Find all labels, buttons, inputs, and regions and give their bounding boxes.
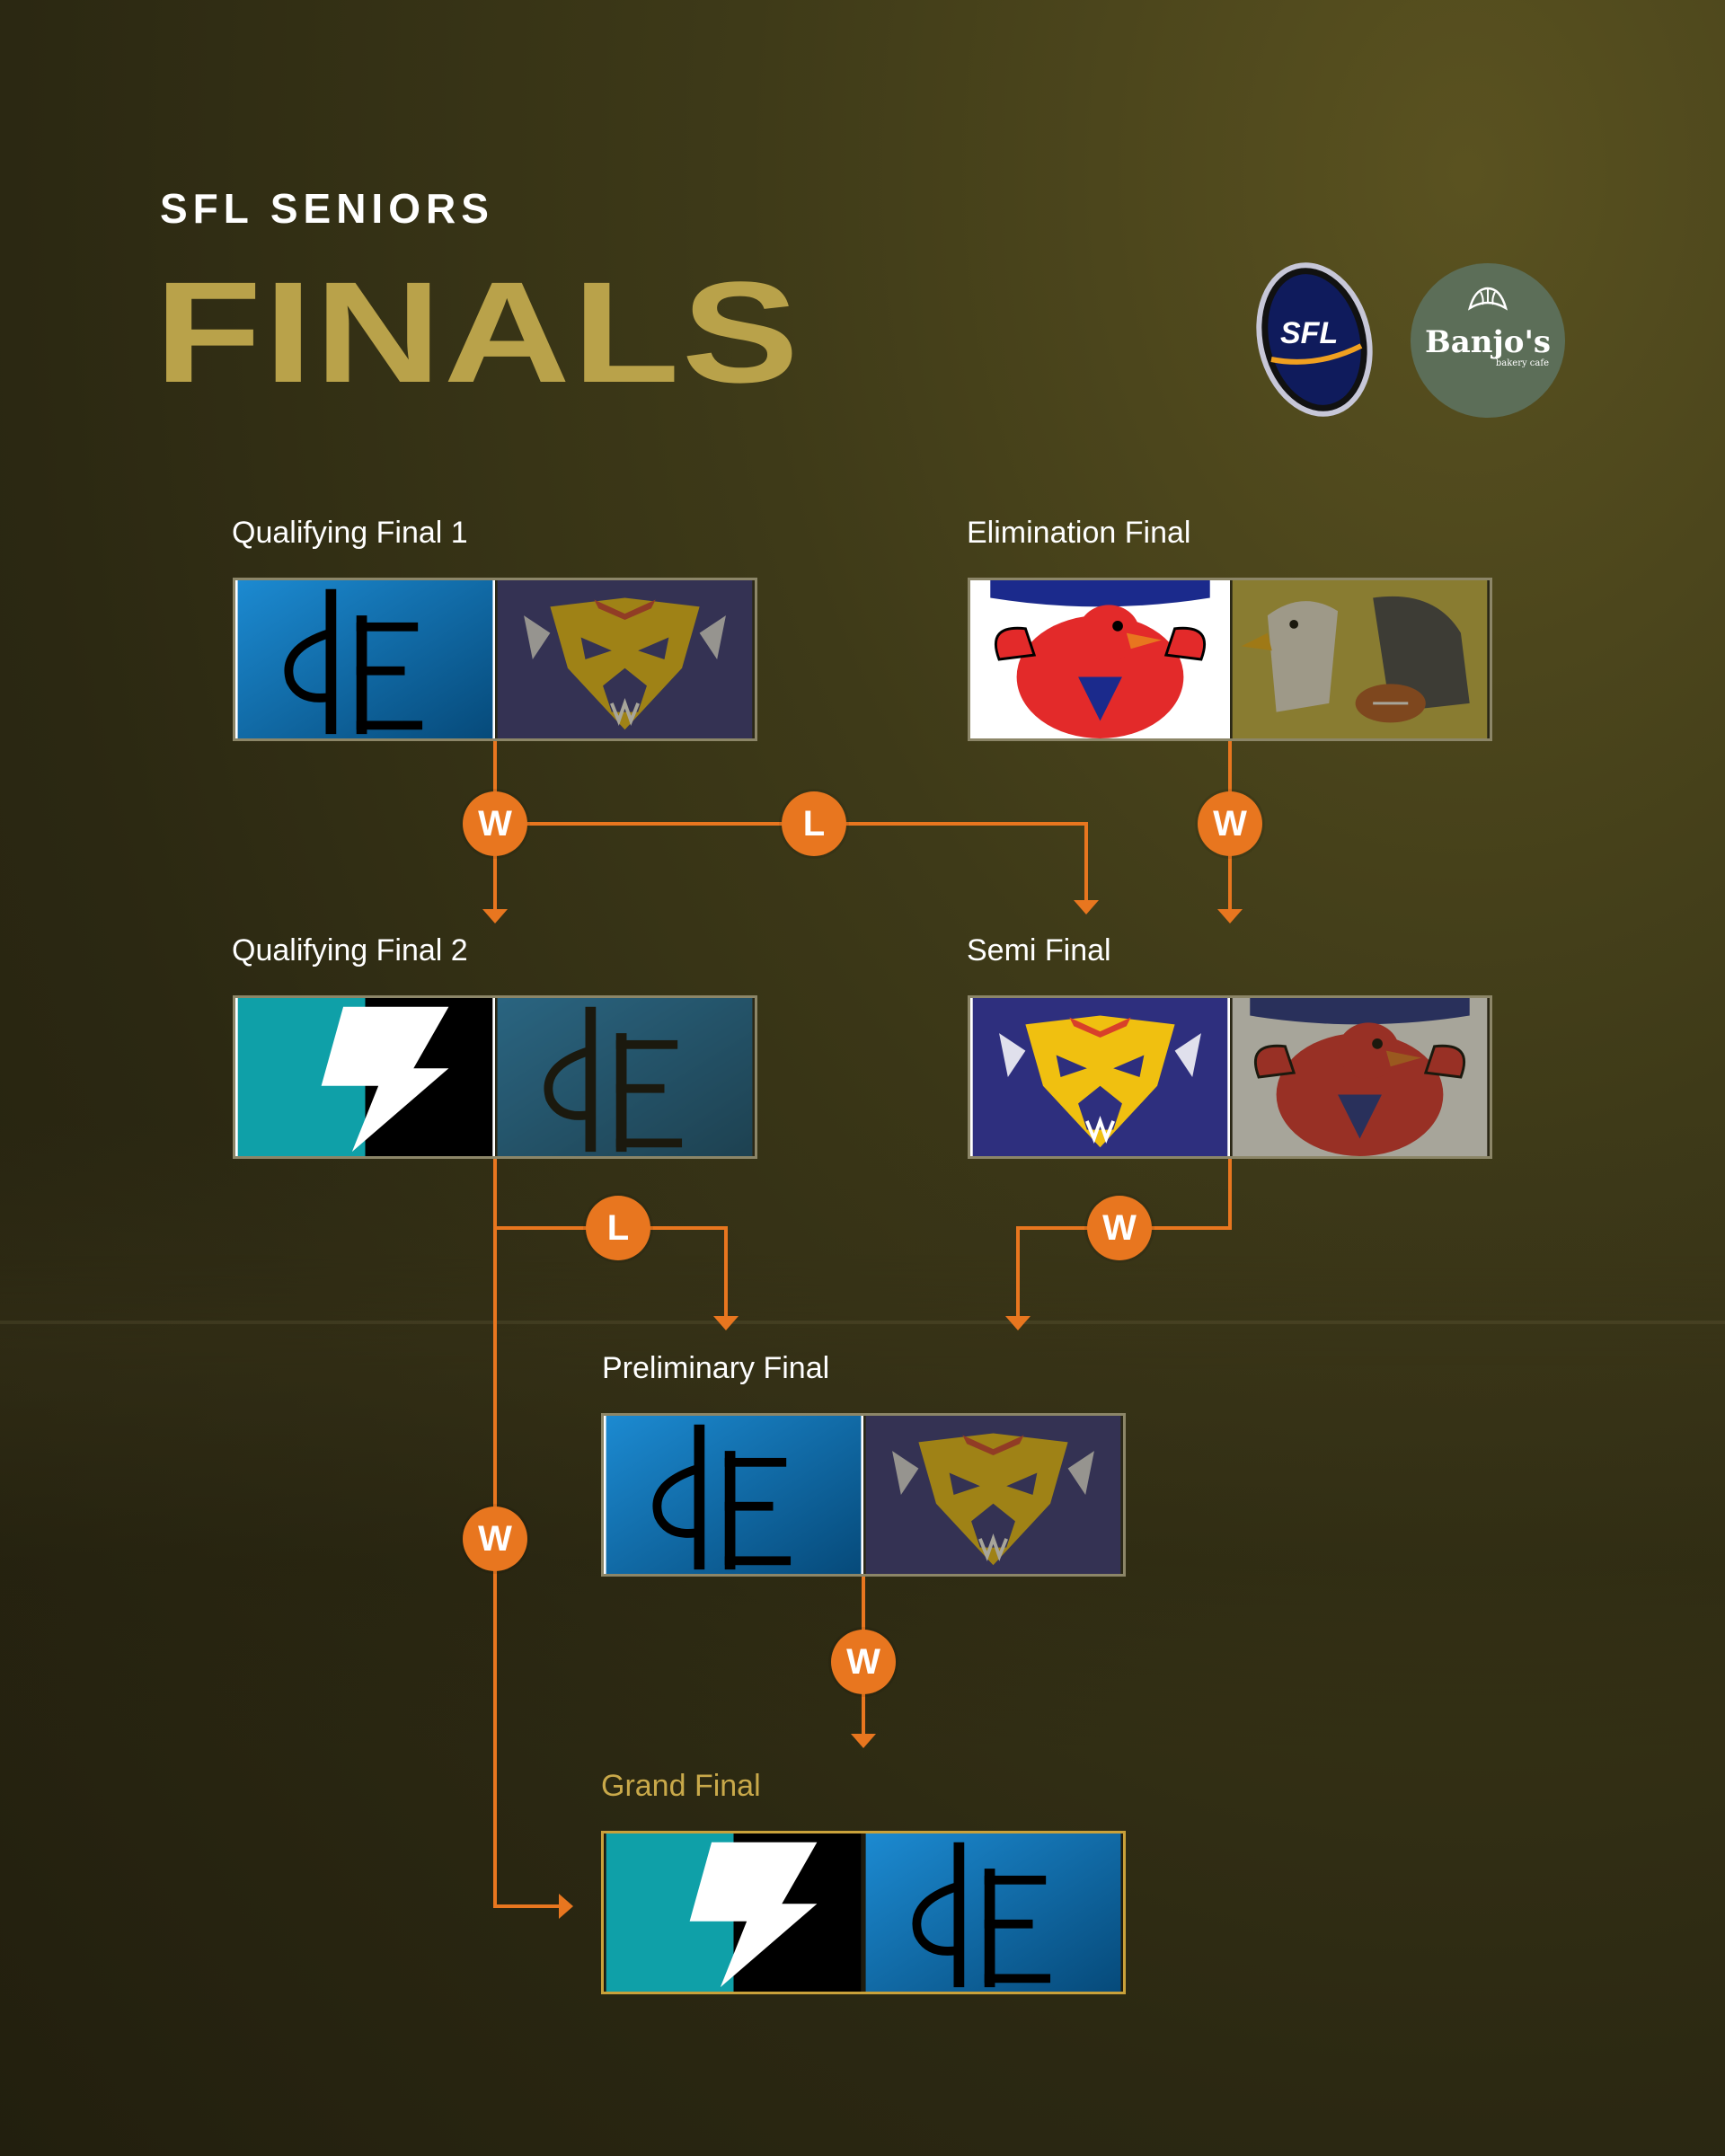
svg-text:SFL: SFL — [1280, 316, 1338, 350]
stadium-roofline — [0, 1321, 1725, 1324]
win-badge: W — [463, 1507, 527, 1571]
arrowhead-icon — [1074, 900, 1099, 915]
win-badge: W — [831, 1630, 896, 1694]
team-cle-logo — [863, 1833, 1123, 1992]
win-badge: W — [463, 791, 527, 856]
match-label-qf1: Qualifying Final 1 — [232, 516, 468, 550]
match-sf[interactable] — [968, 995, 1492, 1159]
page-title: FINALS — [155, 252, 801, 412]
team-redbird-logo — [1230, 998, 1490, 1156]
team-lion-logo — [970, 998, 1230, 1156]
match-label-ef: Elimination Final — [967, 516, 1191, 550]
match-label-gf: Grand Final — [601, 1769, 761, 1803]
arrowhead-icon — [713, 1316, 739, 1330]
loss-badge: L — [782, 791, 846, 856]
match-gf[interactable] — [601, 1831, 1126, 1994]
team-lion-logo — [495, 580, 755, 738]
arrowhead-icon — [851, 1734, 876, 1748]
team-eagle-logo — [1230, 580, 1490, 738]
croissant-icon — [1467, 287, 1508, 311]
arrowhead-icon — [559, 1894, 573, 1919]
team-lion-logo — [863, 1416, 1123, 1574]
banjos-tagline: bakery cafe — [1495, 358, 1549, 368]
win-badge: W — [1087, 1196, 1152, 1260]
match-pf[interactable] — [601, 1413, 1126, 1577]
arrowhead-icon — [482, 909, 508, 923]
match-qf1[interactable] — [233, 578, 757, 741]
team-cle-logo — [235, 580, 495, 738]
team-redbird-logo — [970, 580, 1230, 738]
connector-qf2-loss — [495, 1226, 728, 1321]
team-bolt-logo — [235, 998, 495, 1156]
connector-qf2-win — [493, 1159, 562, 1908]
match-label-qf2: Qualifying Final 2 — [232, 933, 468, 968]
connector-qf1-loss — [495, 822, 1088, 903]
arrowhead-icon — [1217, 909, 1243, 923]
sfl-logo: SFL — [1253, 261, 1375, 418]
banjos-name: Banjo's — [1424, 324, 1552, 360]
match-label-sf: Semi Final — [967, 933, 1111, 968]
team-cle-logo — [495, 998, 755, 1156]
match-ef[interactable] — [968, 578, 1492, 741]
loss-badge: L — [586, 1196, 650, 1260]
team-bolt-logo — [604, 1833, 863, 1992]
match-qf2[interactable] — [233, 995, 757, 1159]
win-badge: W — [1198, 791, 1262, 856]
page-subtitle: SFL SENIORS — [160, 185, 494, 232]
arrowhead-icon — [1005, 1316, 1031, 1330]
match-label-pf: Preliminary Final — [602, 1351, 830, 1385]
banjos-logo: Banjo's bakery cafe — [1411, 263, 1565, 418]
team-cle-logo — [604, 1416, 863, 1574]
